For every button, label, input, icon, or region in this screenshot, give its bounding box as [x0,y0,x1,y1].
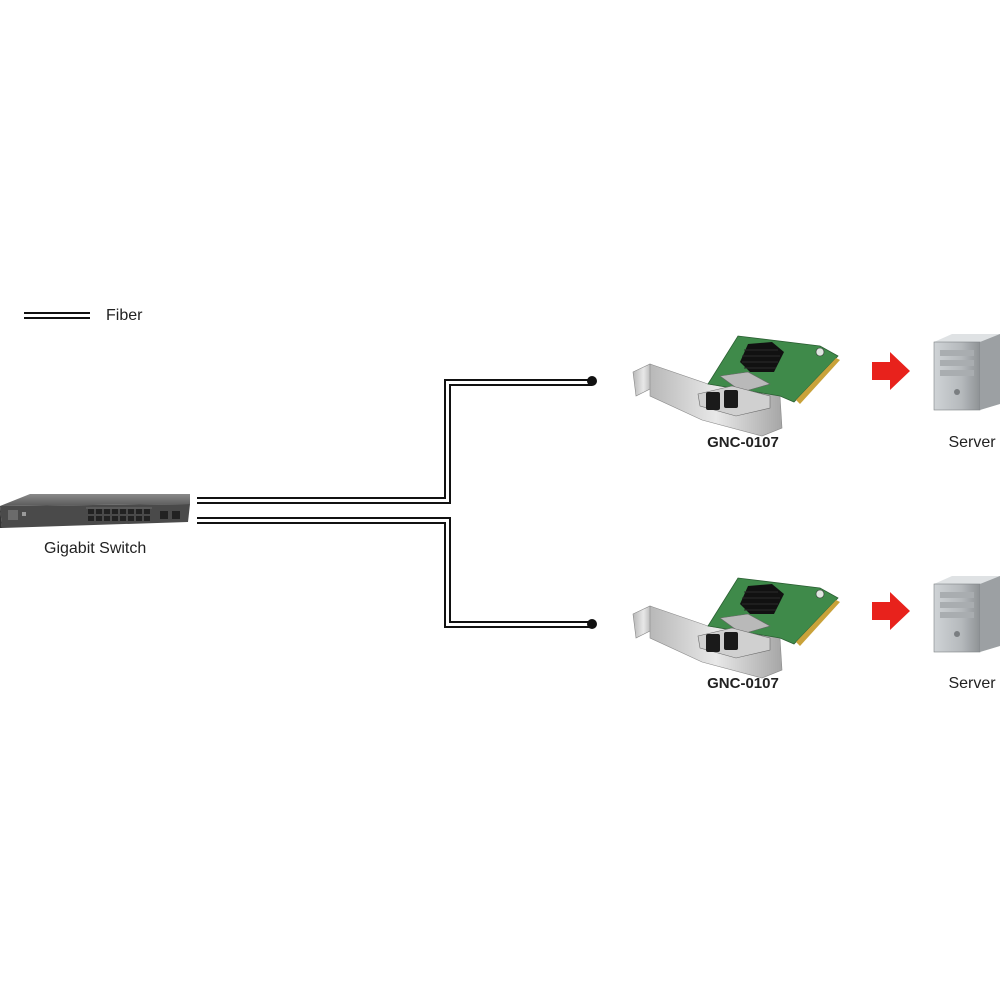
server-tower-image-top [933,334,1000,411]
nic-label-bottom: GNC-0107 [707,675,779,692]
arrow-right-icon-bottom [872,592,910,630]
nic-card-image-bottom [632,577,840,679]
gigabit-switch-image [0,494,190,528]
server-tower-image-bottom [933,576,1000,653]
nic-label-top: GNC-0107 [707,434,779,451]
legend-fiber-label: Fiber [106,307,143,324]
switch-label: Gigabit Switch [44,540,147,557]
fiber-link-top [197,379,592,504]
arrow-right-icon-top [872,352,910,390]
fiber-link-bottom [197,517,592,628]
nic-card-image-top [632,335,840,437]
connector-dot-top [587,376,597,386]
server-label-bottom: Server [948,675,996,692]
legend-fiber-line [24,312,90,319]
connector-dot-bottom [587,619,597,629]
server-label-top: Server [948,434,996,451]
